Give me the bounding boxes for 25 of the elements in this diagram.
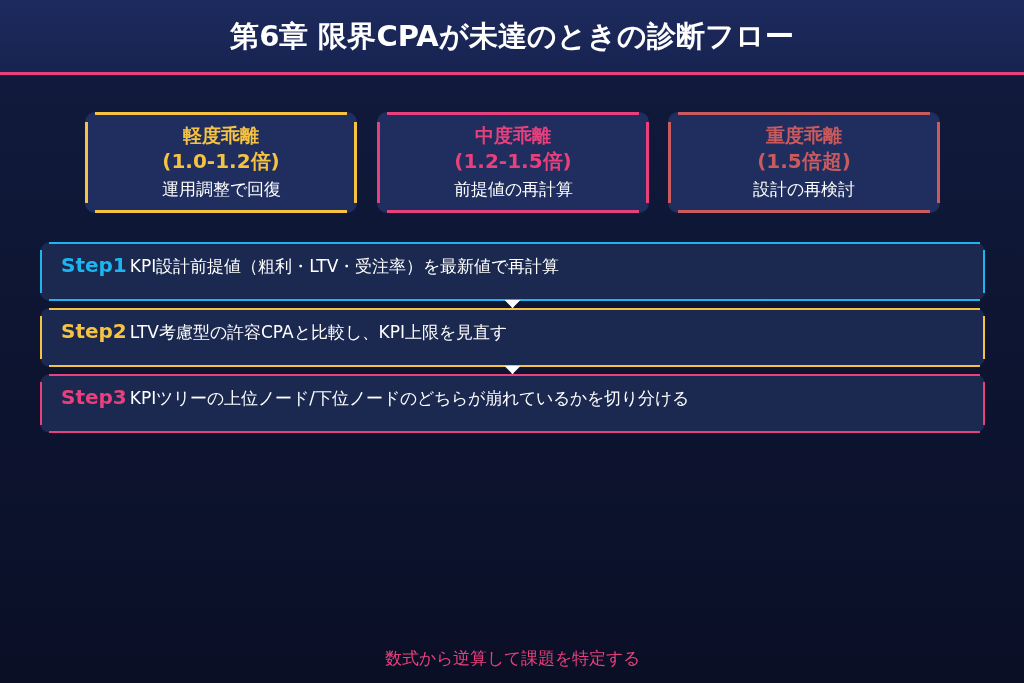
action-text: 運用調整で回復 (161, 178, 281, 201)
ratio-range: (1.0-1.2倍) (162, 148, 280, 175)
ratio-range: (1.2-1.5倍) (454, 148, 572, 175)
page-title: 第6章 限界CPAが未達のときの診断フロー (230, 18, 794, 54)
step-description: LTV考慮型の許容CPAと比較し、KPI上限を見直す (129, 321, 507, 344)
step-description: KPIツリーの上位ノード/下位ノードのどちらが崩れているかを切り分ける (129, 387, 689, 410)
step-label: Step3 (61, 384, 127, 410)
step-label: Step2 (61, 318, 127, 344)
severity-card (85, 112, 357, 213)
step-panel (40, 242, 985, 301)
severity-title: 軽度乖離 (183, 123, 259, 148)
step-panel (40, 308, 985, 367)
severity-title: 中度乖離 (475, 123, 551, 148)
ratio-range: (1.5倍超) (757, 148, 851, 175)
flow-arrow (504, 366, 521, 375)
step-label: Step1 (61, 252, 127, 278)
severity-title: 重度乖離 (766, 123, 842, 148)
step-description: KPI設計前提値（粗利・LTV・受注率）を最新値で再計算 (129, 255, 560, 278)
flow-arrow (504, 300, 521, 309)
footer-note: 数式から逆算して課題を特定する (384, 647, 640, 670)
severity-card (668, 112, 940, 213)
severity-card (377, 112, 649, 213)
step-panel (40, 374, 985, 433)
action-text: 前提値の再計算 (453, 178, 573, 201)
action-text: 設計の再検討 (753, 178, 855, 201)
